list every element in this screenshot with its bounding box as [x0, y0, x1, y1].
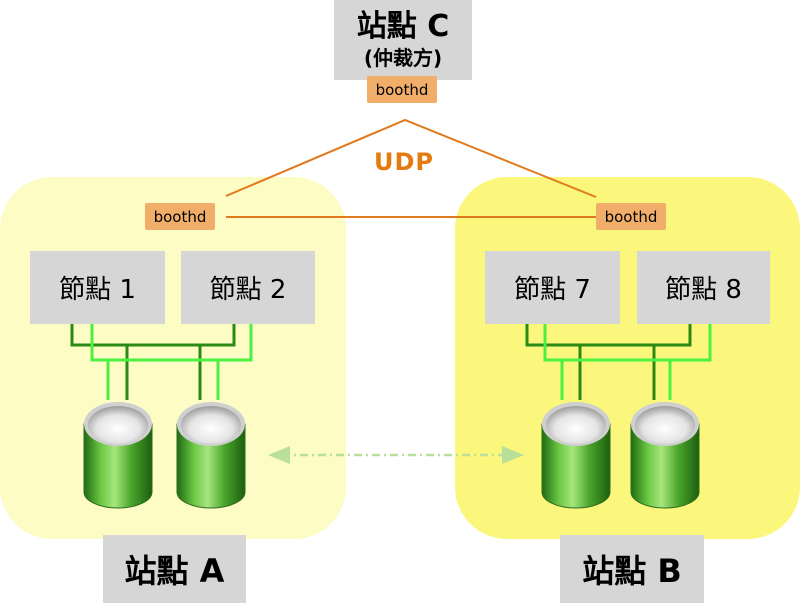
site-b-label: 站點 B — [560, 535, 704, 603]
node-1: 節點 1 — [30, 251, 165, 324]
node-7: 節點 7 — [485, 251, 620, 324]
boothd-site-c: boothd — [367, 76, 437, 103]
udp-links — [225, 118, 597, 218]
node-8: 節點 8 — [637, 251, 770, 324]
storage-disk-icon — [176, 401, 246, 509]
storage-disk-icon — [83, 401, 153, 509]
boothd-site-a: boothd — [145, 203, 215, 230]
replication-arrow-icon — [268, 446, 524, 464]
udp-label: UDP — [374, 148, 434, 176]
node-2: 節點 2 — [181, 251, 315, 324]
site-a-area — [0, 177, 346, 539]
site-c-arbitrator: 站點 C (仲裁方) — [334, 0, 472, 80]
site-c-title: 站點 C — [356, 9, 450, 44]
san-wiring-site-b — [525, 324, 712, 400]
storage-disk-icon — [541, 401, 611, 509]
site-b-area — [455, 177, 800, 539]
storage-disk-icon — [630, 401, 700, 509]
site-c-subtitle: (仲裁方) — [363, 46, 443, 70]
boothd-site-b: boothd — [596, 203, 666, 230]
san-wiring-site-a — [70, 324, 253, 400]
site-a-label: 站點 A — [103, 535, 246, 603]
